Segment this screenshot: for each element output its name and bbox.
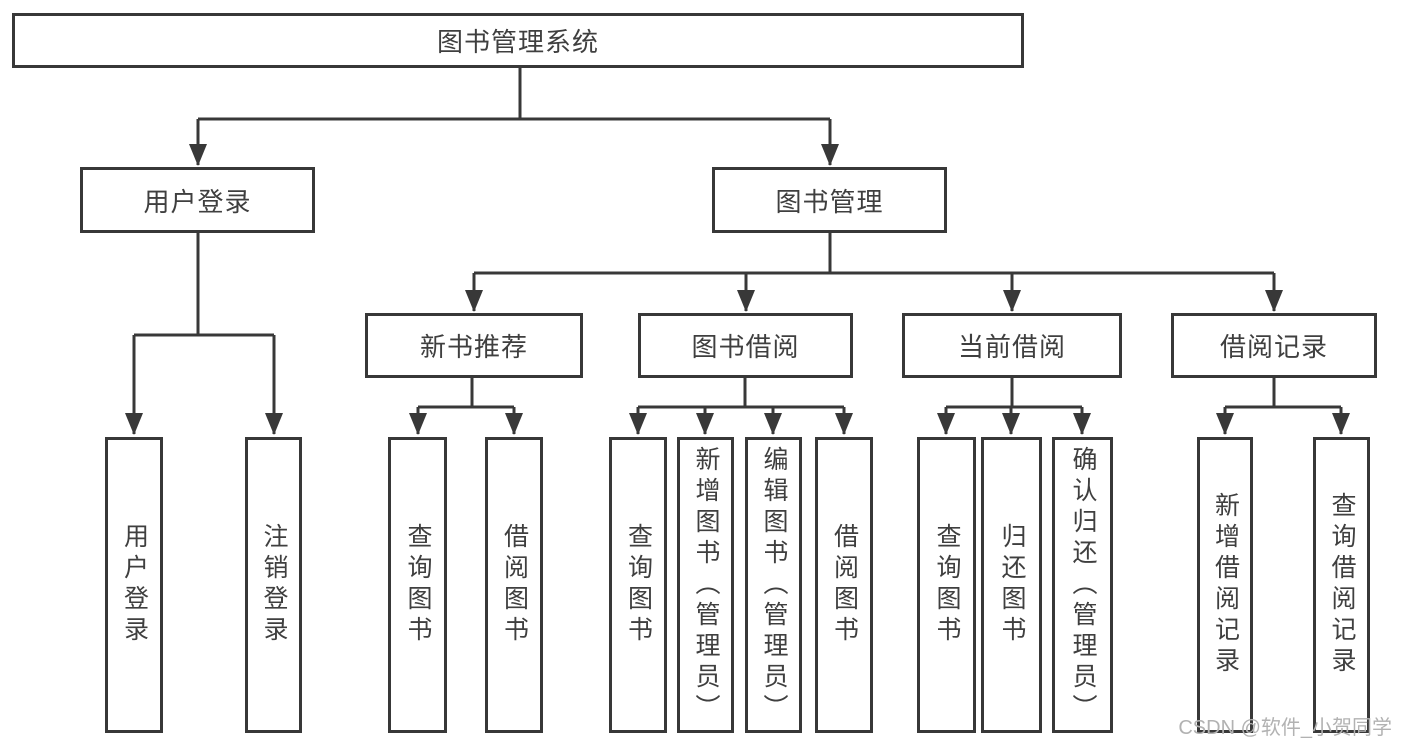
node-logout-action: 注销登录 <box>245 437 302 733</box>
node-library-management-system: 图书管理系统 <box>12 13 1024 68</box>
node-new-book-recommendation: 新书推荐 <box>365 313 583 378</box>
node-add-borrow-record: 新增借阅记录 <box>1197 437 1253 733</box>
node-label: 图书借阅 <box>691 332 800 362</box>
node-label: 归还图书 <box>998 523 1026 647</box>
node-current-borrowing: 当前借阅 <box>902 313 1122 378</box>
node-user-login: 用户登录 <box>80 167 315 233</box>
node-label: 查询图书 <box>933 523 961 647</box>
node-query-books-current: 查询图书 <box>917 437 976 733</box>
node-label: 查询图书 <box>404 523 432 647</box>
node-label: 查询借阅记录 <box>1328 492 1356 678</box>
node-label: 新书推荐 <box>419 332 528 362</box>
node-label: 借阅图书 <box>500 523 529 647</box>
node-confirm-return-admin: 确认归还（管理员） <box>1052 437 1113 733</box>
node-query-borrow-record: 查询借阅记录 <box>1313 437 1370 733</box>
node-book-borrowing: 图书借阅 <box>638 313 853 378</box>
node-label: 新增借阅记录 <box>1211 492 1240 678</box>
node-book-management: 图书管理 <box>712 167 947 233</box>
node-borrowing-records: 借阅记录 <box>1171 313 1377 378</box>
node-query-books-recommend: 查询图书 <box>388 437 447 733</box>
watermark: CSDN @软件_小贺同学 <box>1178 717 1392 739</box>
node-label: 注销登录 <box>260 523 288 647</box>
node-edit-books-admin: 编辑图书（管理员） <box>745 437 802 733</box>
node-label: 新增图书（管理员） <box>692 445 720 725</box>
node-label: 图书管理系统 <box>436 27 599 57</box>
node-query-books-borrowing: 查询图书 <box>609 437 667 733</box>
node-borrow-books-borrowing: 借阅图书 <box>815 437 873 733</box>
node-borrow-books-recommend: 借阅图书 <box>485 437 543 733</box>
node-label: 确认归还（管理员） <box>1069 445 1097 725</box>
node-label: 借阅记录 <box>1219 332 1328 362</box>
node-return-books: 归还图书 <box>981 437 1042 733</box>
node-add-books-admin: 新增图书（管理员） <box>677 437 734 733</box>
node-label: 用户登录 <box>120 523 149 647</box>
node-label: 借阅图书 <box>830 523 859 647</box>
node-user-login-action: 用户登录 <box>105 437 163 733</box>
node-label: 图书管理 <box>775 186 884 217</box>
node-label: 查询图书 <box>624 523 653 647</box>
node-label: 用户登录 <box>143 186 252 217</box>
node-label: 编辑图书（管理员） <box>760 445 788 725</box>
node-label: 当前借阅 <box>957 332 1066 362</box>
